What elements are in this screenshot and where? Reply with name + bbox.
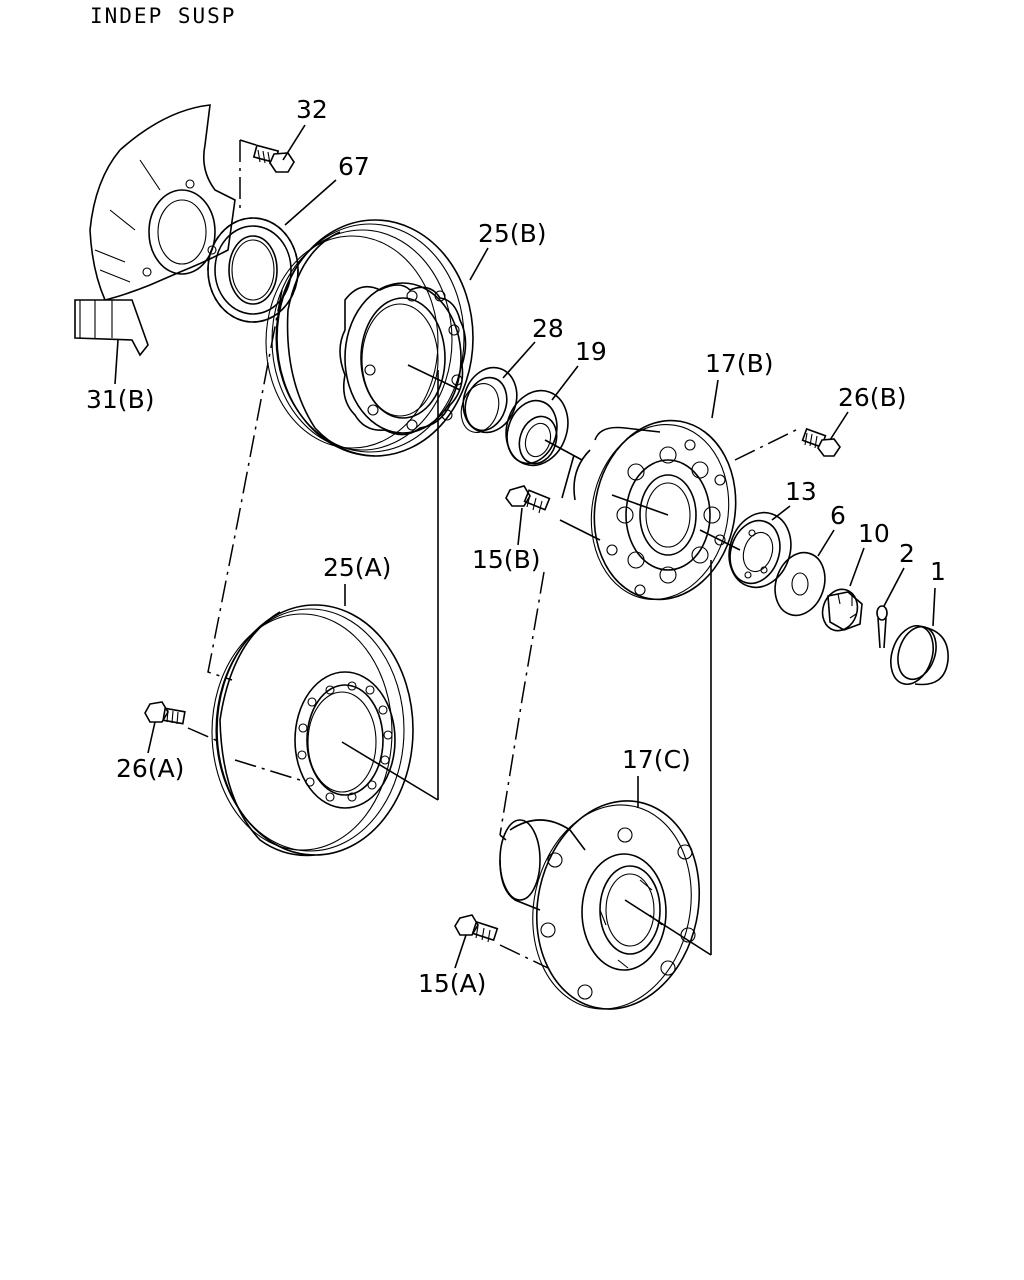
leader-6 bbox=[817, 529, 835, 557]
bolt-26a-part[interactable] bbox=[144, 701, 186, 725]
leader-32 bbox=[282, 124, 306, 161]
brake-disc-25a-part[interactable] bbox=[211, 604, 414, 857]
centerline-26b bbox=[734, 427, 801, 461]
connector-15b bbox=[499, 571, 545, 836]
callout-15a: 15(A) bbox=[418, 969, 486, 998]
leader-2 bbox=[883, 567, 905, 607]
bolt-26b-part[interactable] bbox=[801, 427, 841, 457]
leader-31b bbox=[114, 339, 119, 385]
callout-15b: 15(B) bbox=[472, 545, 540, 574]
callout-17c: 17(C) bbox=[622, 745, 691, 774]
callout-25a: 25(A) bbox=[323, 553, 391, 582]
bearing-19-part[interactable] bbox=[497, 383, 578, 474]
stud-15b-part[interactable] bbox=[505, 485, 551, 514]
leader-25b bbox=[469, 247, 489, 281]
leader-13 bbox=[771, 505, 791, 521]
hub-cap-part[interactable] bbox=[884, 620, 949, 689]
callout-17b: 17(B) bbox=[705, 349, 773, 378]
axis-17c bbox=[624, 899, 712, 956]
washer-part[interactable] bbox=[767, 546, 832, 622]
axis-25b bbox=[407, 364, 461, 391]
hub-17c-part[interactable] bbox=[499, 786, 718, 1025]
sensor-ring-part[interactable] bbox=[207, 217, 299, 323]
bearing-13-part[interactable] bbox=[720, 505, 801, 596]
callout-26a: 26(A) bbox=[116, 754, 184, 783]
axis-17b bbox=[611, 494, 669, 516]
axis-19 bbox=[544, 439, 583, 461]
leader-26a bbox=[147, 721, 156, 754]
axis-17b-right bbox=[699, 529, 741, 551]
callout-28: 28 bbox=[532, 314, 564, 343]
stud-15a-part[interactable] bbox=[454, 914, 499, 943]
connector-dust-shield bbox=[207, 289, 283, 681]
callout-6: 6 bbox=[830, 501, 846, 530]
bolt-32-part[interactable] bbox=[252, 144, 295, 173]
callout-26b: 26(B) bbox=[838, 383, 906, 412]
connector-19-hub bbox=[561, 454, 575, 499]
callout-31b: 31(B) bbox=[86, 385, 154, 414]
cotter-pin-part[interactable] bbox=[876, 605, 888, 649]
dust-shield-part[interactable] bbox=[74, 104, 236, 357]
leader-15b bbox=[517, 507, 523, 546]
oil-seal-part[interactable] bbox=[455, 361, 525, 440]
callout-10: 10 bbox=[858, 519, 890, 548]
callout-13: 13 bbox=[785, 477, 817, 506]
callout-67: 67 bbox=[338, 152, 370, 181]
centerline-stub bbox=[239, 139, 257, 146]
leader-19 bbox=[551, 365, 579, 401]
leader-1 bbox=[932, 587, 936, 627]
callout-2: 2 bbox=[899, 539, 915, 568]
leader-15a bbox=[454, 934, 467, 969]
callout-25b: 25(B) bbox=[478, 219, 546, 248]
callout-19: 19 bbox=[575, 337, 607, 366]
centerline-26a bbox=[187, 727, 301, 781]
leader-28 bbox=[502, 341, 536, 379]
leader-10 bbox=[849, 547, 865, 587]
centerline-15a bbox=[499, 944, 549, 969]
leader-67 bbox=[284, 179, 337, 226]
leader-17b bbox=[711, 379, 719, 419]
axis-25a bbox=[341, 741, 439, 801]
castle-nut-part[interactable] bbox=[817, 585, 863, 635]
callout-1: 1 bbox=[930, 557, 946, 586]
axis-stud-15b bbox=[559, 519, 601, 541]
hub-17b-part[interactable] bbox=[573, 409, 750, 611]
diagram-title: INDEP SUSP bbox=[90, 4, 237, 28]
callout-32: 32 bbox=[296, 95, 328, 124]
leader-26b bbox=[829, 411, 849, 441]
